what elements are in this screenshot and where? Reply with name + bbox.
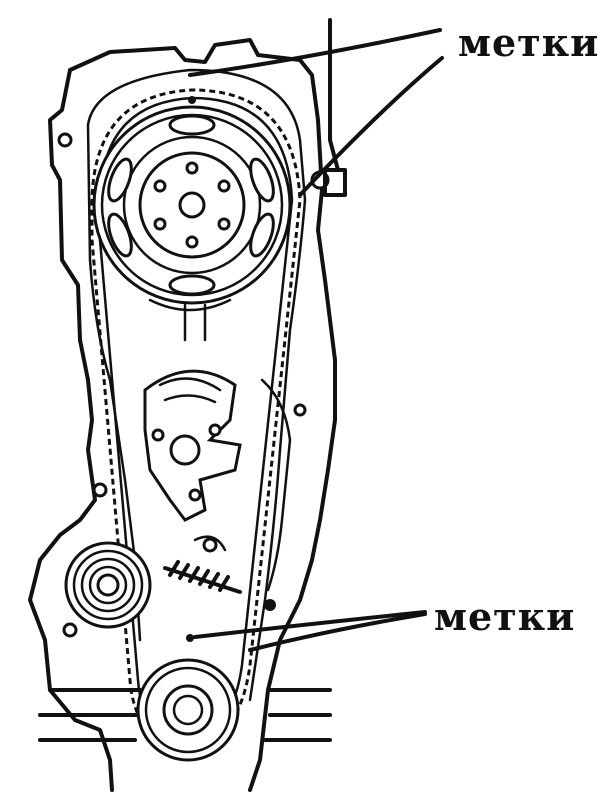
cam-timing-mark (188, 96, 196, 104)
chain-guide-bracket (143, 369, 242, 522)
leader-top-1 (188, 28, 442, 77)
chain-guide-right (260, 378, 292, 592)
crankshaft-sprocket (136, 658, 240, 762)
base-lines (38, 688, 332, 742)
marks-label-top: метки (458, 20, 600, 65)
upper-mark-bracket (323, 18, 347, 197)
leader-bottom-2 (248, 612, 427, 652)
idler-pulley (64, 541, 152, 629)
marks-label-bottom: метки (434, 594, 576, 639)
inner-cover (86, 68, 307, 702)
leader-top-2 (298, 56, 444, 197)
cam-support (148, 298, 232, 342)
camshaft-sprocket (92, 105, 292, 305)
tensioner-spring (163, 535, 242, 594)
crank-timing-mark (186, 634, 194, 642)
timing-chain (90, 88, 302, 747)
engine-block-outline (28, 38, 337, 792)
leader-bottom-1 (193, 610, 427, 639)
